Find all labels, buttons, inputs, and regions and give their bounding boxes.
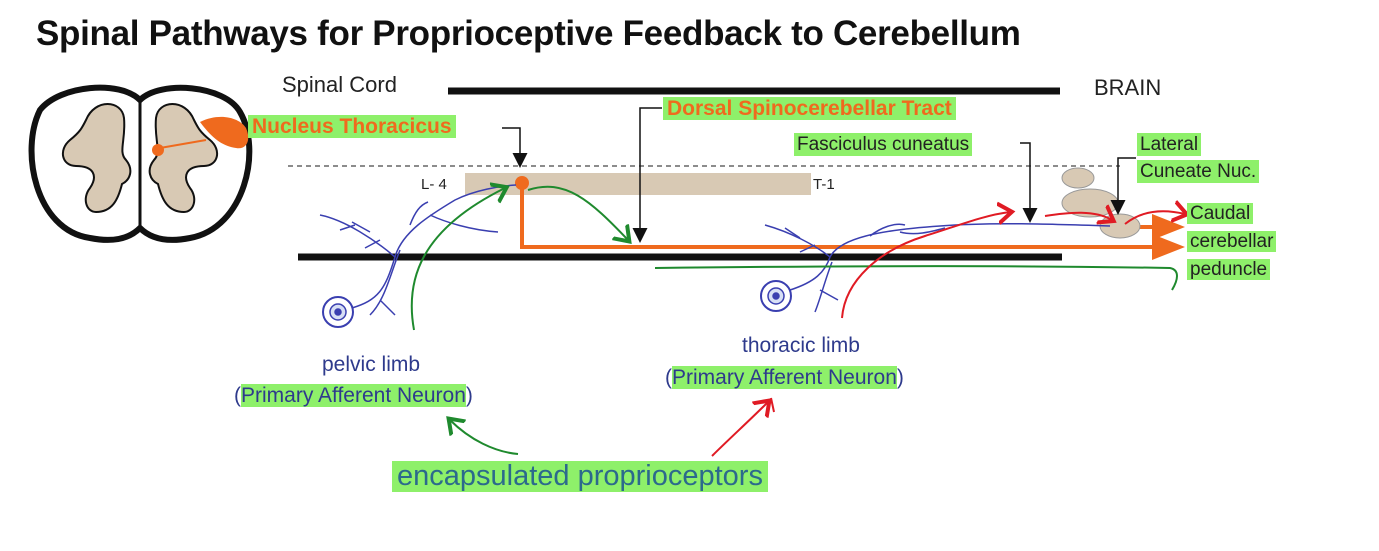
nucleus-thoracicus-cell: [515, 176, 529, 190]
peduncle-label-line1: Caudal: [1187, 203, 1254, 224]
cuneate-arrowhead: [1152, 214, 1185, 240]
thoracic-neuron: [760, 222, 1111, 313]
thoracic-paren-close: ): [896, 366, 904, 389]
green-arrow-nucleus-to-tract: [527, 185, 628, 240]
lateral-cuneate-pointer: [1110, 157, 1136, 215]
green-arrow-receptors-to-pelvic: [450, 420, 519, 455]
red-arrow-receptors-to-thoracic: [711, 402, 768, 457]
segment-start-label: L- 4: [421, 176, 447, 193]
pelvic-neuron-label: (Primary Afferent Neuron): [234, 384, 473, 407]
thoracic-limb-label: thoracic limb: [742, 334, 860, 357]
nucleus-thoracicus-pointer: [502, 127, 528, 168]
fasciculus-label: Fasciculus cuneatus: [794, 133, 973, 156]
thoracic-neuron-text: Primary Afferent Neuron: [672, 366, 897, 389]
brainstem-nucleus-top: [1061, 167, 1095, 189]
dorsal-tract-pointer: [632, 107, 662, 243]
red-tick: [770, 397, 775, 413]
dorsal-tract-label: Dorsal Spinocerebellar Tract: [663, 97, 956, 120]
brain-label: BRAIN: [1094, 75, 1162, 100]
tract-arrowhead: [1152, 234, 1185, 260]
fasciculus-pointer: [1020, 142, 1038, 223]
peduncle-label-line2: cerebellar: [1187, 231, 1277, 252]
thoracic-paren-open: (: [665, 366, 672, 389]
pelvic-limb-label: pelvic limb: [322, 353, 421, 376]
lateral-cuneate-label-line1: Lateral: [1137, 133, 1202, 156]
red-arrow-cuneatus-to-nucleus: [1044, 213, 1112, 220]
pelvic-neuron-text: Primary Afferent Neuron: [241, 384, 466, 407]
spinal-cord-label: Spinal Cord: [282, 72, 397, 97]
peduncle-label-line3: peduncle: [1187, 259, 1271, 280]
page-title: Spinal Pathways for Proprioceptive Feedb…: [36, 14, 1021, 53]
nucleus-thoracicus-label: Nucleus Thoracicus: [248, 115, 456, 138]
thoracic-neuron-label: (Primary Afferent Neuron): [665, 366, 904, 389]
dorsal-spinocerebellar-tract: [520, 185, 1160, 249]
pelvic-paren-open: (: [234, 384, 241, 407]
green-arrow-pelvic-to-nucleus: [410, 188, 505, 331]
pelvic-paren-close: ): [465, 384, 473, 407]
lateral-cuneate-label-line2: Cuneate Nuc.: [1137, 160, 1260, 183]
green-arrow-to-peduncle: [654, 265, 1178, 291]
nucleus-column: [465, 173, 811, 195]
spinal-cord-cross-section: [28, 84, 253, 243]
red-arrow-nucleus-to-peduncle: [1124, 211, 1185, 225]
pelvic-neuron: [319, 184, 517, 328]
segment-end-label: T-1: [813, 176, 835, 193]
receptors-label: encapsulated proprioceptors: [392, 461, 768, 492]
red-arrow-thoracic-to-cuneatus: [841, 212, 1010, 319]
